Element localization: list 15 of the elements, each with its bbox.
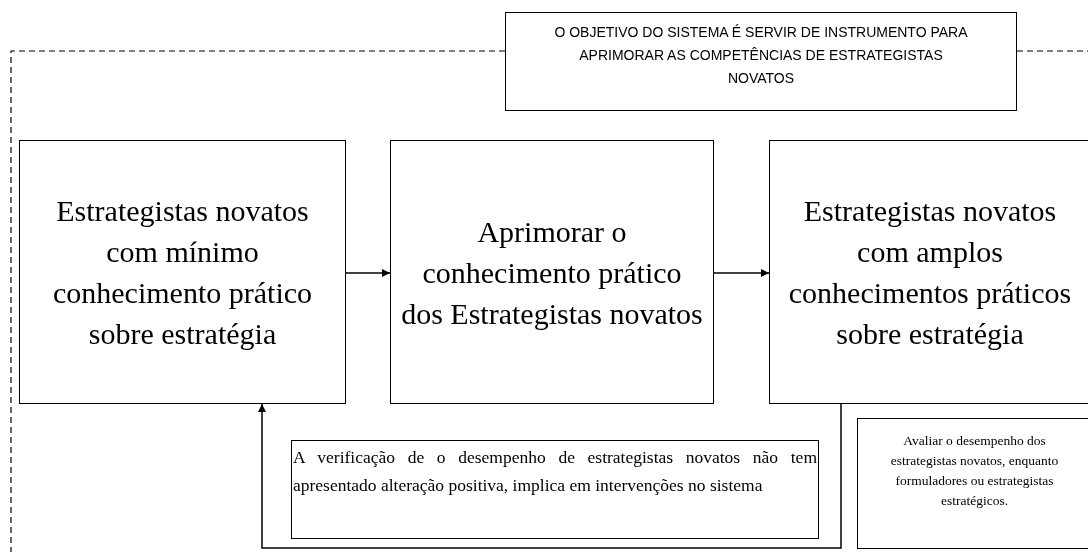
note-box: [857, 418, 1088, 549]
arrow: [345, 269, 391, 277]
box-text: O OBJETIVO DO SISTEMA É SERVIR DE INSTRUMENTO PARA APRIMORAR AS COMPETÊNCIAS DE ESTRATEGISTAS NOVATOS: [553, 23, 969, 88]
note-box: [291, 440, 819, 539]
box-text: Aprimorar o conhecimento prático dos Estrategistas novatos: [400, 213, 704, 332]
process-box: [769, 140, 1088, 404]
box-text: Estrategistas novatos com amplos conhecimentos práticos sobre estratégia: [787, 193, 1073, 352]
box-text: Estrategistas novatos com mínimo conhecimento prático sobre estratégia: [51, 193, 314, 352]
process-box: [390, 140, 714, 404]
process-box: [19, 140, 346, 404]
box-text: A verificação de o desempenho de estrategistas novatos não tem apresentado alteração positiva, implica em intervenções no sistema: [293, 446, 817, 497]
arrow: [258, 403, 842, 549]
box-text: Avaliar o desempenho dos estrategistas novatos, enquanto formuladores ou estrategistas estratégicos.: [889, 432, 1060, 510]
objective-box: [505, 12, 1017, 111]
arrow: [713, 269, 770, 277]
